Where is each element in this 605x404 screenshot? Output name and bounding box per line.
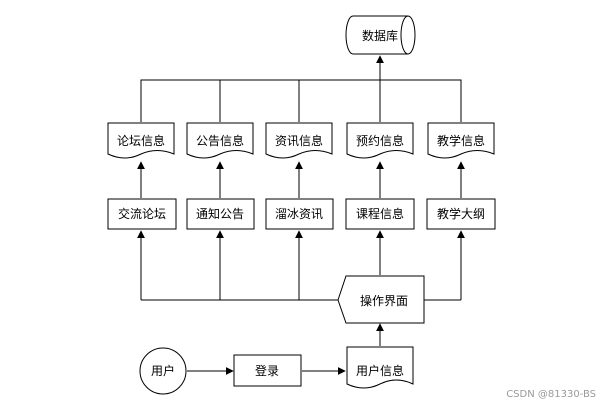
ui-node: 操作界面 <box>337 275 425 324</box>
edge-docs-top-bus <box>140 79 462 122</box>
user-node: 用户 <box>139 347 187 395</box>
proc-syllabus-label: 教学大纲 <box>437 206 485 221</box>
proc-skating-node: 溜冰资讯 <box>265 198 334 230</box>
user-info-node: 用户信息 <box>346 346 414 389</box>
proc-exchange-label: 交流论坛 <box>118 206 166 221</box>
proc-notice-label: 通知公告 <box>196 207 244 221</box>
login-label: 登录 <box>255 363 279 378</box>
proc-notice-node: 通知公告 <box>186 198 255 230</box>
doc-forum-label: 论坛信息 <box>117 133 165 148</box>
watermark-text: CSDN @81330-BS <box>506 389 596 400</box>
doc-teaching-node: 教学信息 <box>427 122 495 159</box>
doc-teaching-label: 教学信息 <box>437 133 485 148</box>
login-node: 登录 <box>233 354 302 387</box>
database-label: 数据库 <box>362 28 398 43</box>
proc-skating-label: 溜冰资讯 <box>275 206 323 221</box>
database-node: 数据库 <box>345 15 416 55</box>
ui-label: 操作界面 <box>360 293 408 308</box>
doc-booking-node: 预约信息 <box>346 122 414 159</box>
user-label: 用户 <box>151 363 175 378</box>
proc-course-label: 课程信息 <box>356 206 404 221</box>
proc-exchange-node: 交流论坛 <box>107 198 177 230</box>
doc-forum-node: 论坛信息 <box>107 122 175 159</box>
edges <box>137 55 465 375</box>
proc-syllabus-node: 教学大纲 <box>426 198 496 230</box>
user-info-label: 用户信息 <box>356 363 404 378</box>
doc-news-label: 资讯信息 <box>275 133 323 148</box>
doc-booking-label: 预约信息 <box>356 133 404 148</box>
doc-news-node: 资讯信息 <box>265 122 333 159</box>
doc-notice-node: 公告信息 <box>186 122 254 159</box>
proc-course-node: 课程信息 <box>345 198 415 230</box>
doc-notice-label: 公告信息 <box>196 133 244 148</box>
